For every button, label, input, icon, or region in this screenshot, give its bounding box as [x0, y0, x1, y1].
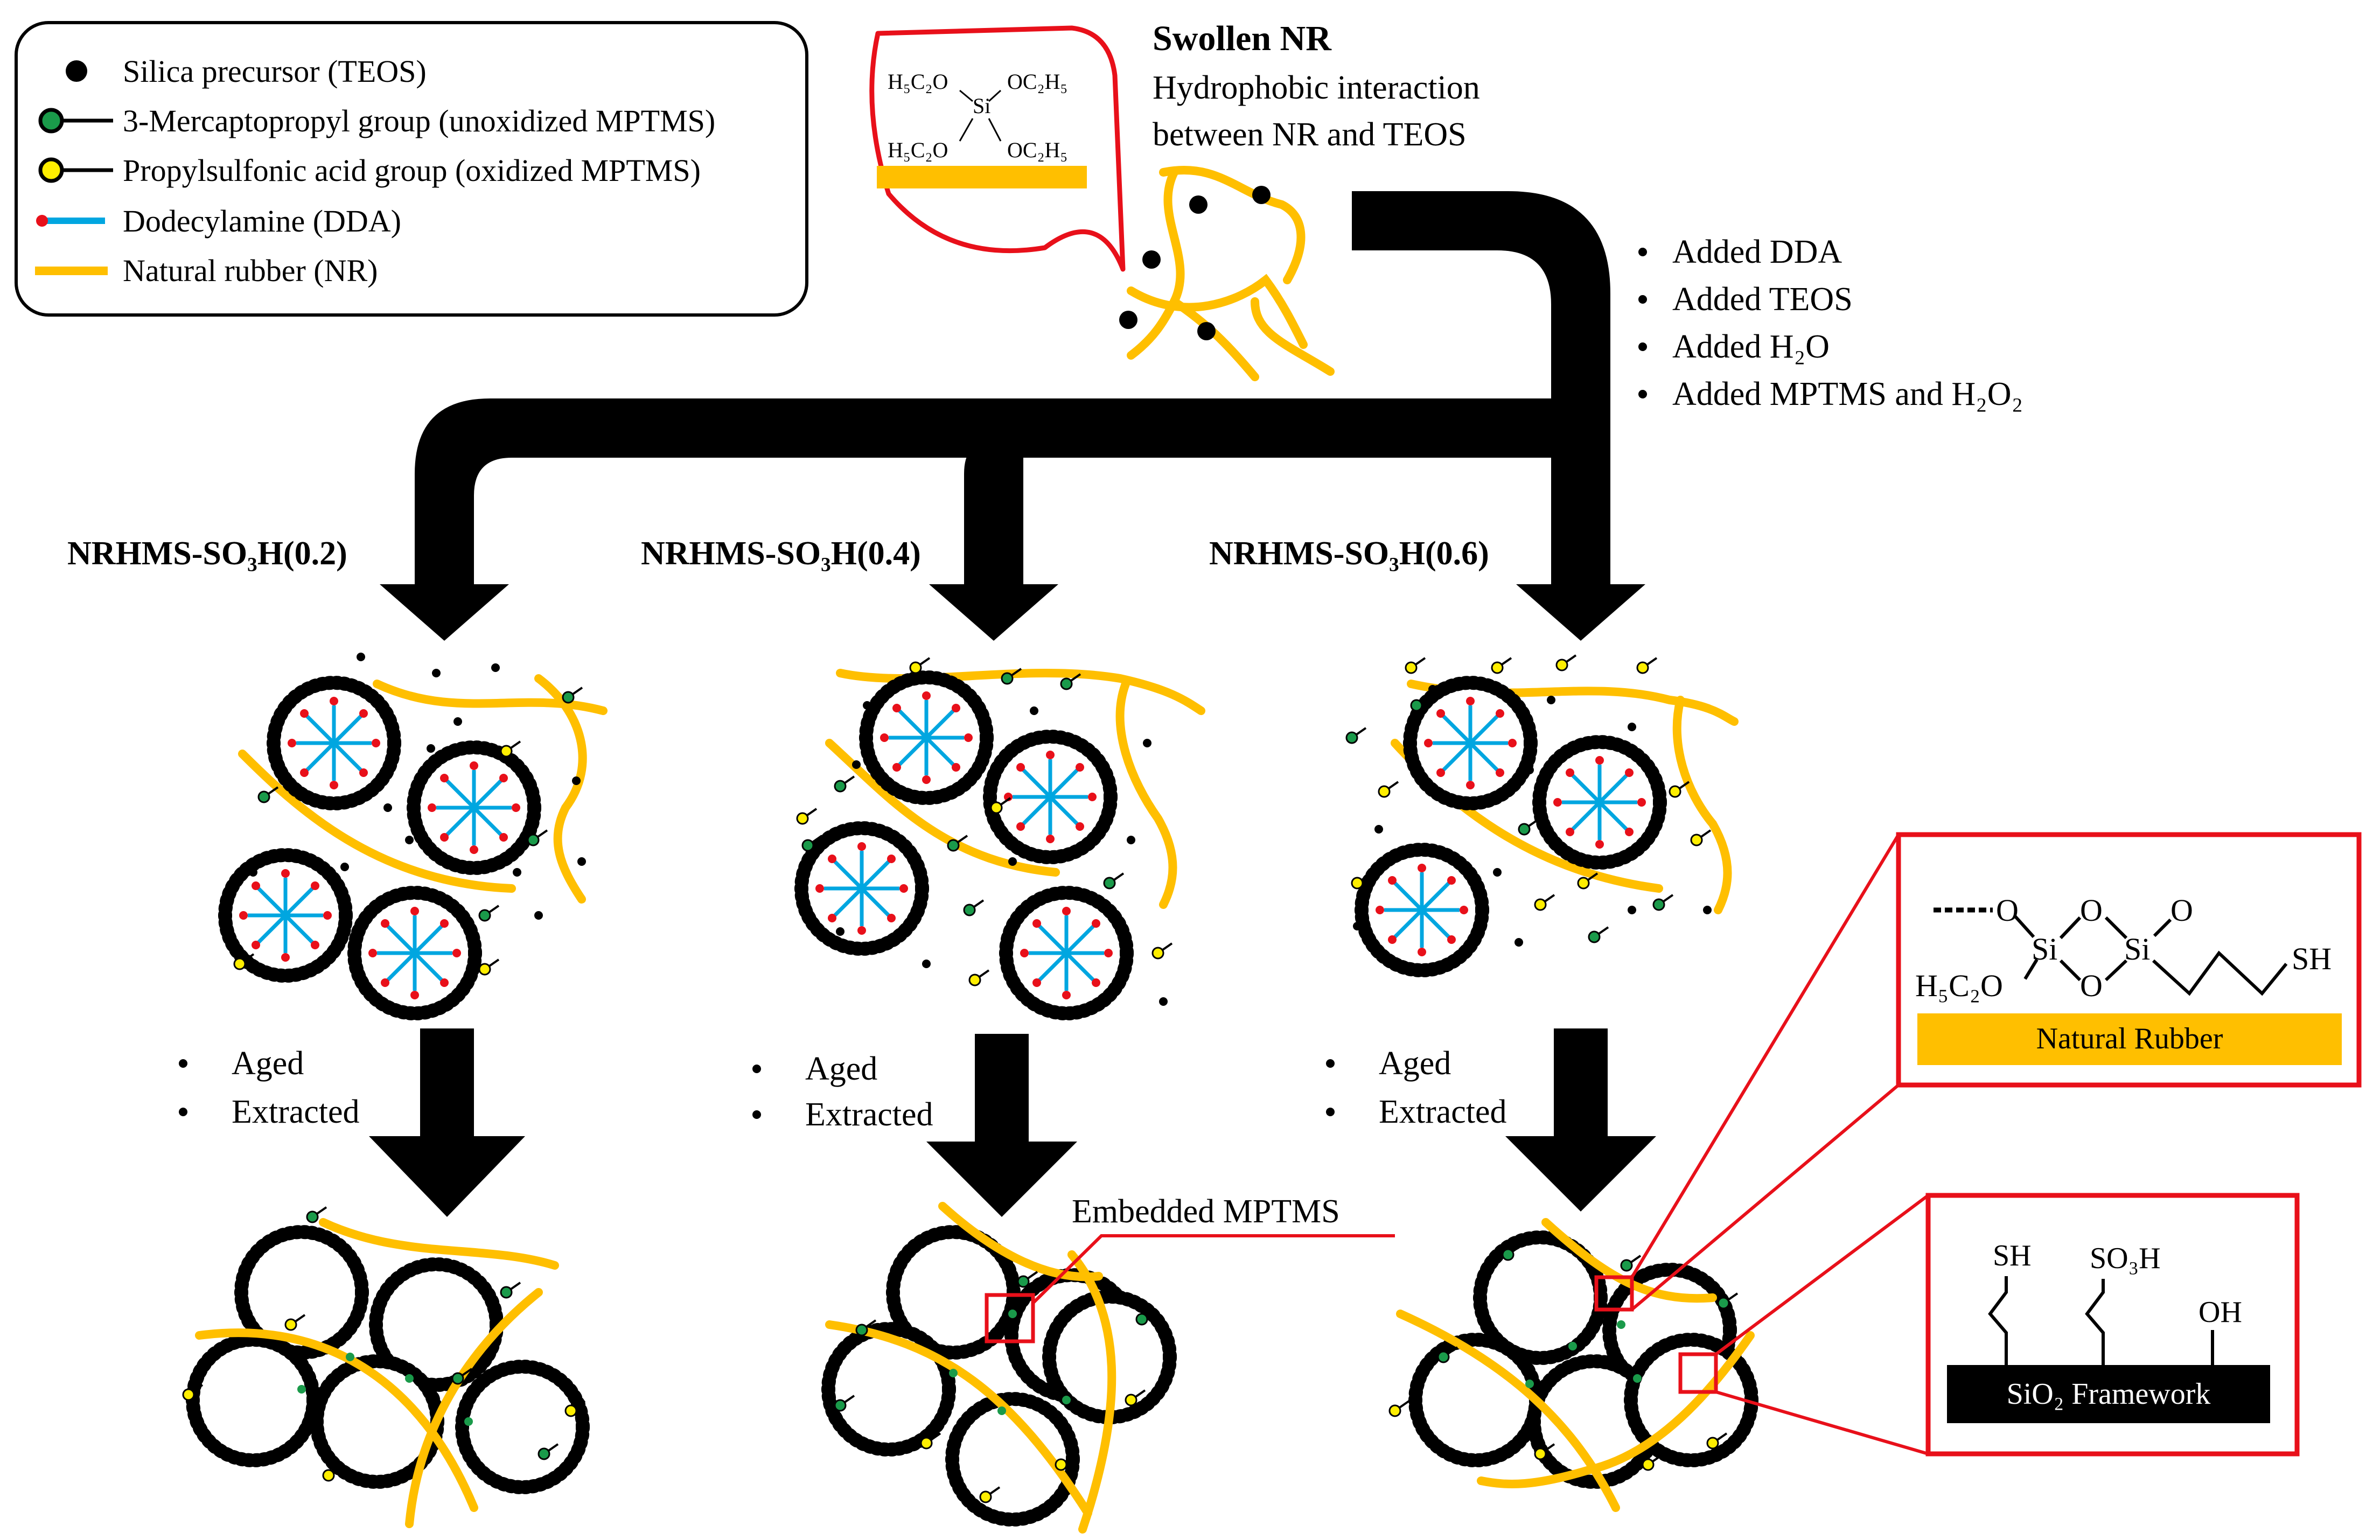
natural-rubber-bar-label: Natural Rubber: [2036, 1022, 2223, 1055]
dda-icon: [36, 215, 105, 227]
teos-bubble: H₅C₂O OC₂H₅ Si H₅C₂O OC₂H₅: [869, 25, 1126, 272]
embedded-mptms-leader: [1031, 1234, 1395, 1305]
inset-top-ethoxy: H₅C₂O: [1915, 968, 2003, 1003]
inset-top-o2: O: [2080, 893, 2103, 928]
inset-top-si1: Si: [2032, 932, 2057, 967]
teos-ethoxy-br: OC₂H₅: [1007, 138, 1067, 162]
inset-rubber-bound-mptms: O Si O O Si O SH H₅C₂O Natural Rubber: [1896, 832, 2362, 1088]
inset-bottom-sh: SH: [1993, 1239, 2032, 1272]
down-arrows: [369, 1028, 1656, 1217]
natural-rubber-bar: [1917, 1013, 2342, 1065]
callout-box-lower: [1678, 1352, 1718, 1394]
sample-label-0.2: NRHMS-SO₃H(0.2): [67, 535, 347, 572]
inset-top-o1: O: [1996, 893, 2019, 928]
post-steps-0.4: Aged Extracted: [752, 1051, 933, 1133]
composite-0.2-extracted: [182, 1206, 585, 1528]
composite-0.4-extracted: Embedded MPTMS: [828, 1193, 1395, 1534]
inset-top-si2: Si: [2124, 932, 2150, 967]
sio2-framework-bar-label: SiO₂ Framework: [2007, 1377, 2211, 1411]
composite-0.6-as-synthesized: [1345, 654, 1739, 970]
step-add-water: Added H₂O: [1672, 328, 1830, 365]
teos-ethoxy-tr: OC₂H₅: [1007, 69, 1067, 94]
legend-label-rubber: Natural rubber (NR): [123, 253, 378, 288]
step-add-dda: Added DDA: [1672, 234, 1842, 270]
sio2-framework-bar: [1947, 1365, 2270, 1423]
inset-top-sh: SH: [2292, 941, 2332, 976]
synthesis-steps: Added DDA Added TEOS Added H₂O Added MPT…: [1638, 234, 2023, 412]
branching-arrow: [380, 191, 1645, 641]
inset-bottom-so3h: SO₃H: [2090, 1242, 2161, 1275]
yellow-lollipop-icon: [38, 157, 113, 183]
inset-top-o4: O: [2170, 893, 2193, 928]
post-steps-0.2: Aged Extracted: [179, 1045, 360, 1130]
post-step-aged-0.2: Aged: [232, 1045, 304, 1082]
embedded-mptms-callout-box: [985, 1293, 1035, 1343]
teos-dot-icon: [66, 60, 87, 82]
composite-0.6-extracted: [1388, 834, 1929, 1512]
teos-rubber-bar: [877, 166, 1087, 188]
legend-label-teos: Silica precursor (TEOS): [123, 54, 427, 89]
inset-bottom-oh: OH: [2198, 1296, 2242, 1329]
step-add-mptms: Added MPTMS and H₂O₂: [1672, 376, 2023, 412]
swollen-nr-line2: between NR and TEOS: [1153, 116, 1467, 153]
inset-top-o3: O: [2080, 968, 2103, 1003]
post-step-extracted-0.6: Extracted: [1379, 1094, 1507, 1130]
swollen-nr-cluster: [1119, 166, 1335, 381]
post-step-extracted-0.4: Extracted: [805, 1096, 933, 1133]
sample-label-0.4: NRHMS-SO₃H(0.4): [641, 535, 921, 572]
step-add-teos: Added TEOS: [1672, 281, 1853, 318]
composite-0.2-as-synthesized: [225, 653, 608, 1013]
post-step-aged-0.4: Aged: [805, 1051, 877, 1087]
swollen-nr-title: Swollen NR: [1153, 19, 1332, 58]
legend-label-dda: Dodecylamine (DDA): [123, 204, 401, 239]
sample-label-0.6: NRHMS-SO₃H(0.6): [1209, 535, 1489, 572]
post-steps-0.6: Aged Extracted: [1326, 1045, 1507, 1130]
teos-ethoxy-tl: H₅C₂O: [888, 69, 948, 94]
embedded-mptms-label: Embedded MPTMS: [1072, 1193, 1340, 1230]
callout-box-upper: [1594, 1275, 1634, 1312]
teos-si: Si: [973, 94, 990, 118]
composite-0.4-as-synthesized: [797, 657, 1205, 1013]
legend-label-propylsulfonic: Propylsulfonic acid group (oxidized MPTM…: [123, 153, 701, 188]
post-step-aged-0.6: Aged: [1379, 1045, 1451, 1082]
post-step-extracted-0.2: Extracted: [232, 1094, 360, 1130]
teos-ethoxy-bl: H₅C₂O: [888, 138, 948, 162]
swollen-nr-line1: Hydrophobic interaction: [1153, 69, 1480, 106]
legend-label-mercaptopropyl: 3-Mercaptopropyl group (unoxidized MPTMS…: [123, 103, 715, 138]
inset-sio2-framework: SH SO₃H OH SiO₂ Framework: [1925, 1193, 2300, 1457]
legend-box: Silica precursor (TEOS) 3-Mercaptopropyl…: [15, 21, 808, 317]
green-lollipop-icon: [38, 108, 113, 134]
